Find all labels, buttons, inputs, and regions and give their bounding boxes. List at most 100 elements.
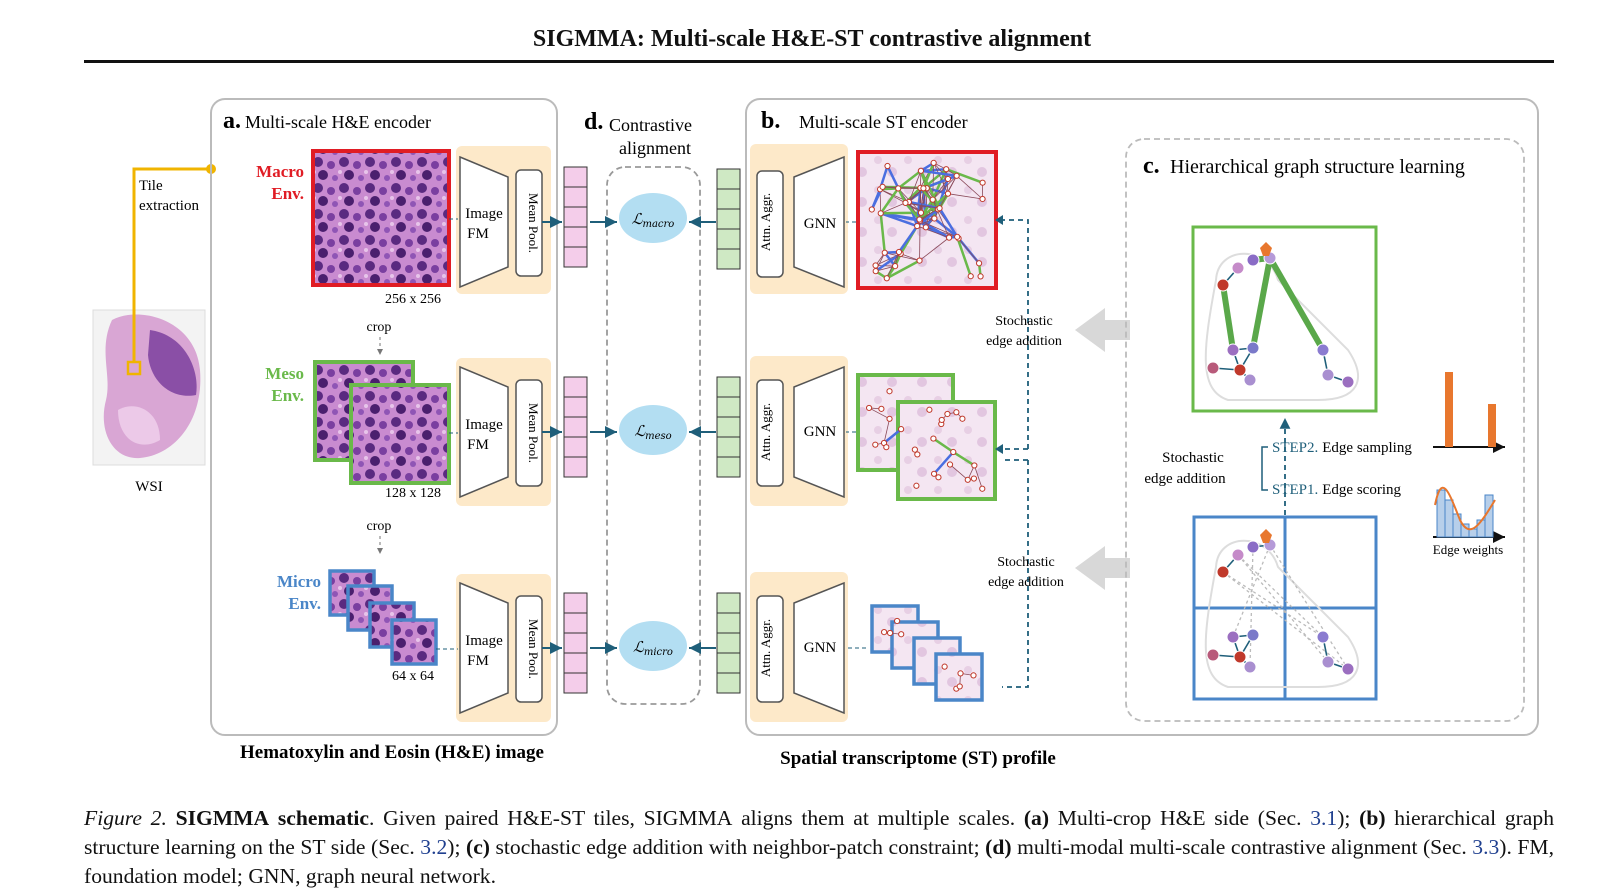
meso-label: Meso [265,364,304,383]
stochastic-label-lower-1: Stochastic [997,555,1055,570]
meso-st-graph [858,375,995,499]
embedding-cell [564,437,587,457]
panel-a-letter: a. [223,108,241,134]
st-footer: Spatial transcriptome (ST) profile [780,748,1056,769]
step1-label: STEP1.Edge scoring [1272,482,1401,498]
fm-label-macro-1: Image [465,206,503,222]
he-footer: Hematoxylin and Eosin (H&E) image [240,742,544,763]
graph-node [918,168,923,173]
graph-node [980,486,985,491]
stochastic-label-upper-1: Stochastic [995,314,1053,329]
embedding-cell [564,227,587,247]
embedding-cell [564,397,587,417]
graph-node [927,407,932,412]
graph-node [915,223,920,228]
panel-b-title: Multi-scale ST encoder [799,112,968,132]
graph-node [869,207,874,212]
graph-node [896,186,901,191]
graph-node [980,196,985,201]
graph-node [884,276,889,281]
graph-node [951,449,956,454]
graph-node [873,263,878,268]
step-bracket [1262,447,1268,490]
graph-node [918,210,923,215]
wsi-label: WSI [135,479,163,495]
cell-node [1247,254,1259,266]
graph-node [930,197,935,202]
figure-caption: Figure 2. SIGMMA schematic. Given paired… [84,804,1554,891]
panel-b-letter: b. [761,108,780,134]
embedding-cell [717,397,740,417]
graph-node [887,416,892,421]
meso-env-label: Env. [271,386,304,405]
graph-node [931,436,936,441]
caption-ref-3[interactable]: 3.3 [1472,835,1499,859]
graph-node [917,258,922,263]
caption-s1: . Given paired H&E-ST tiles, [369,806,644,830]
edge-weight-histogram [1433,488,1505,537]
embedding-cell [564,633,587,653]
graph-node [957,684,962,689]
embedding-cell [717,249,740,269]
graph-node [955,234,960,239]
graph-node [932,216,937,221]
gnn-label-micro: GNN [804,640,837,656]
graph-node [944,167,949,172]
wsi-thumbnail [93,310,205,465]
graph-node [893,263,898,268]
caption-method-name: SIGMMA [176,806,270,830]
loss-macro: ℒmacro [619,193,687,243]
cell-node [1232,262,1244,274]
graph-node [954,173,959,178]
embedding-cell [564,167,587,187]
step2-label: STEP2.Edge sampling [1272,440,1412,456]
cell-node [1227,631,1239,643]
pool-label-macro: Mean Pool. [526,193,541,253]
caption-s2: aligns them at multiple scales. [732,806,1023,830]
embedding-cell [717,417,740,437]
pool-label-meso: Mean Pool. [526,403,541,463]
caption-figure-number: Figure 2. [84,806,167,830]
embedding-cell [564,653,587,673]
caption-ref-1[interactable]: 3.1 [1310,806,1337,830]
embedding-cell [717,633,740,653]
panel-a-title: Multi-scale H&E encoder [245,112,431,132]
embedding-cell [564,593,587,613]
caption-ref-2[interactable]: 3.2 [420,835,447,859]
figure-canvas: Tile extraction WSI a. Multi-scale H&E e… [0,0,1624,800]
embedding-cell [717,673,740,693]
graph-node [899,427,904,432]
caption-s4: ); [1337,806,1359,830]
caption-b: (b) [1359,806,1385,830]
graph-node [976,261,981,266]
graph-node [931,160,936,165]
micro-st-graph [872,606,982,700]
embedding-cell [564,377,587,397]
micro-size-label: 64 x 64 [392,669,434,684]
graph-node [879,406,884,411]
cell-node [1317,631,1329,643]
loss-micro-sub: micro [644,647,673,658]
micro-env-label: Env. [288,594,321,613]
caption-a: (a) [1024,806,1049,830]
cell-node [1322,656,1334,668]
graph-node [873,442,878,447]
graph-node [903,200,908,205]
graph-node [896,249,901,254]
graph-node [971,476,976,481]
cell-node [1234,651,1246,663]
graph-node [882,250,887,255]
cell-node [1217,279,1229,291]
graph-node [937,206,942,211]
graph-node [980,180,985,185]
panel-d-title-1: Contrastive [609,115,692,135]
caption-s6: ); [447,835,466,859]
attn-label-macro: Attn. Aggr. [758,193,773,251]
gnn-label-meso: GNN [804,424,837,440]
stochastic-label-c-1: Stochastic [1162,450,1224,466]
graph-node [914,483,919,488]
meso-he-tile-front [351,385,449,483]
cell-node [1342,663,1354,675]
graph-node [946,235,951,240]
graph-node [958,671,963,676]
